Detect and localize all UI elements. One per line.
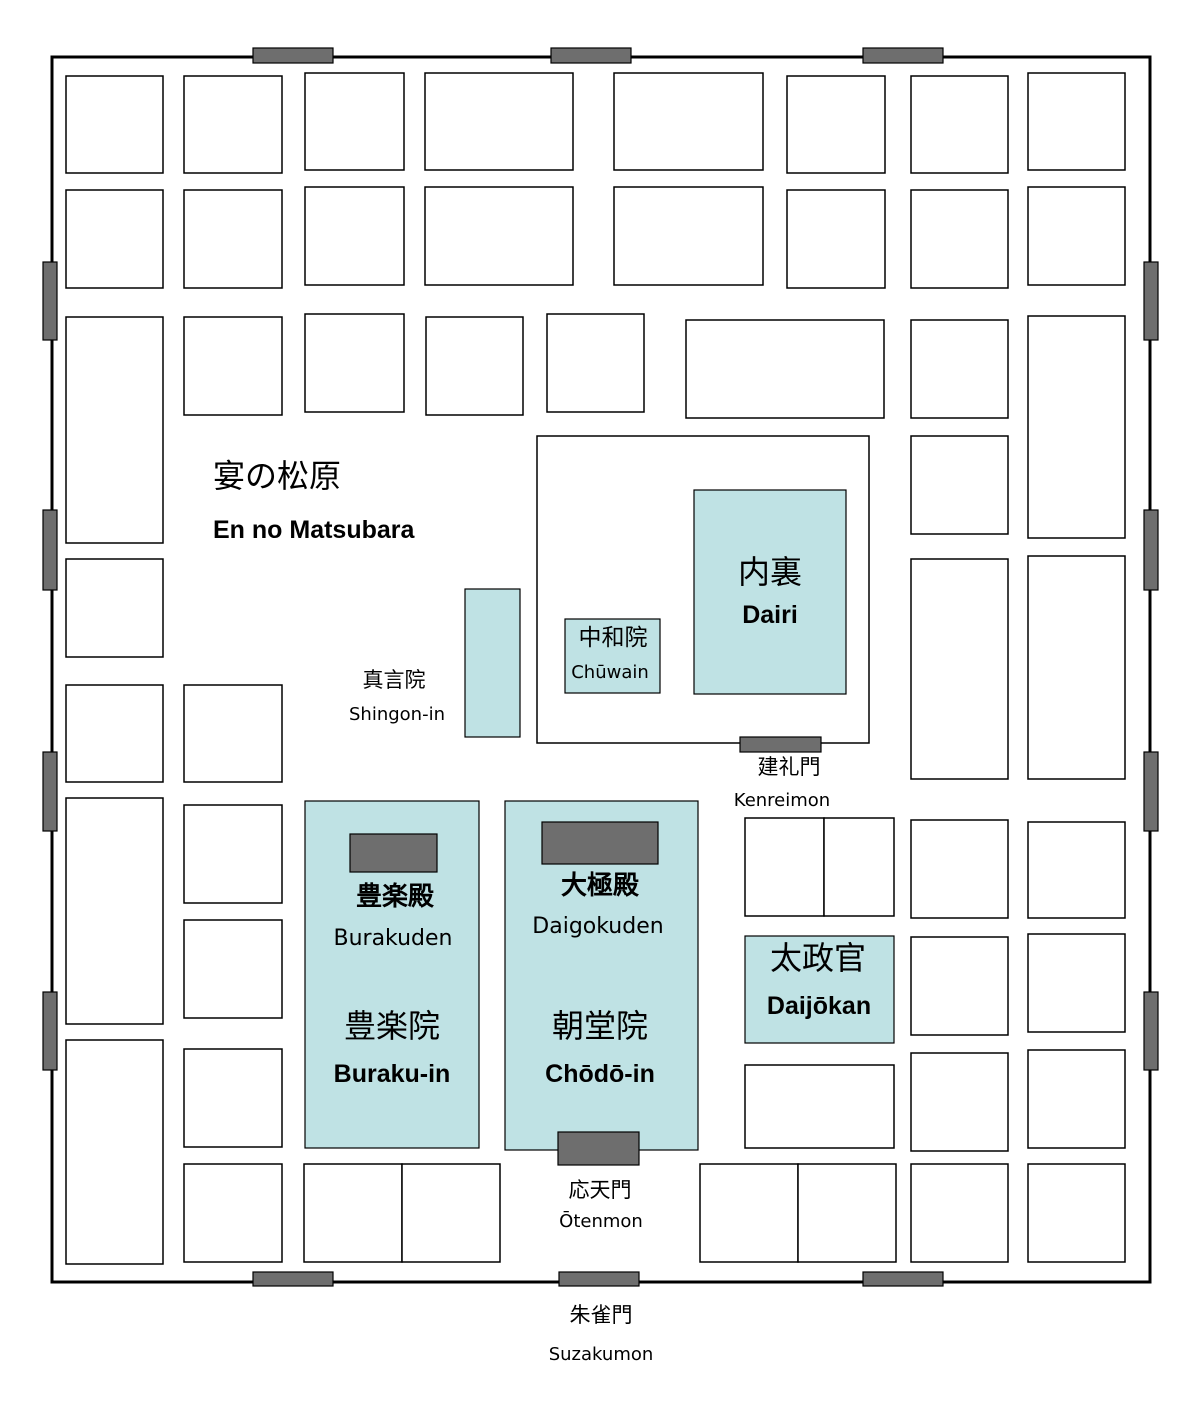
burakuden-hall (349, 833, 438, 873)
kenreimon-jp: 建礼門 (757, 755, 821, 779)
block (65, 316, 164, 544)
block (910, 1052, 1009, 1152)
daigokuden-en: Daigokuden (532, 914, 664, 939)
wall-gate (42, 751, 58, 832)
block (183, 804, 283, 904)
chodo-in-en: Chōdō-in (545, 1060, 655, 1088)
block (744, 1064, 895, 1149)
block (910, 558, 1009, 780)
burakuden-en: Burakuden (333, 926, 453, 951)
en-no-matsubara-jp: 宴の松原 (213, 457, 342, 495)
block (1027, 1163, 1126, 1263)
block (823, 817, 895, 917)
block (1027, 186, 1126, 286)
block (910, 189, 1009, 289)
kenreimon-en: Kenreimon (733, 790, 831, 811)
block (65, 1039, 164, 1265)
chodo-in-jp: 朝堂院 (551, 1007, 649, 1045)
wall-gate (42, 509, 58, 591)
block (303, 1163, 403, 1263)
block (699, 1163, 799, 1263)
daijokan-area (744, 935, 895, 1044)
block (401, 1163, 501, 1263)
suzakumon-gate (558, 1271, 640, 1287)
block (183, 316, 283, 416)
dairi-area (693, 489, 847, 695)
daijokan-en: Daijōkan (766, 992, 872, 1020)
buraku-in-en: Buraku-in (333, 1060, 451, 1088)
block (65, 558, 164, 658)
chuwain-en: Chūwain (571, 662, 649, 683)
block (183, 1163, 283, 1263)
block (1027, 933, 1126, 1033)
otenmon-gate (557, 1131, 640, 1166)
block (546, 313, 645, 413)
suzakumon-jp: 朱雀門 (569, 1303, 633, 1327)
block (304, 313, 405, 413)
block (685, 319, 885, 419)
buraku-in-jp: 豊楽院 (343, 1007, 441, 1045)
block (183, 189, 283, 289)
block (183, 75, 283, 174)
daigokuden-hall (541, 821, 659, 865)
block (613, 186, 764, 286)
block (786, 75, 886, 174)
chuwain-jp: 中和院 (578, 625, 648, 651)
block (183, 1048, 283, 1148)
block (424, 72, 574, 171)
shingon-in-en: Shingon-in (349, 704, 445, 725)
wall-gate (252, 47, 334, 64)
block (613, 72, 764, 171)
wall-gate (252, 1271, 334, 1287)
block (786, 189, 886, 289)
kenreimon-gate (739, 736, 822, 753)
block (424, 186, 574, 286)
block (910, 819, 1009, 919)
otenmon-en: Ōtenmon (559, 1211, 643, 1232)
block (65, 684, 164, 783)
block (1027, 72, 1126, 171)
block (797, 1163, 897, 1263)
block (910, 319, 1009, 419)
wall-gate (1143, 751, 1159, 832)
block (910, 936, 1009, 1036)
block (1027, 555, 1126, 780)
wall-gate (42, 991, 58, 1071)
wall-gate (1143, 509, 1159, 591)
block (1027, 1049, 1126, 1149)
block (65, 797, 164, 1025)
wall-gate (42, 261, 58, 341)
shingon-in-jp: 真言院 (362, 668, 426, 692)
wall-gate (862, 1271, 944, 1287)
block (1027, 821, 1126, 919)
block (65, 75, 164, 174)
shingon-in-area (464, 588, 521, 738)
daijokan-jp: 太政官 (769, 939, 867, 977)
chuwain-area (564, 618, 661, 694)
block (744, 817, 825, 917)
wall-gate (550, 47, 632, 64)
blocks (65, 72, 1126, 1265)
block (910, 1163, 1009, 1263)
block (425, 316, 524, 416)
en-no-matsubara-en: En no Matsubara (213, 516, 415, 544)
block (910, 435, 1009, 535)
suzakumon-en: Suzakumon (548, 1344, 654, 1365)
dairi-jp: 内裏 (737, 553, 803, 591)
burakuden-jp: 豊楽殿 (355, 882, 435, 912)
block (183, 684, 283, 783)
daigokuden-jp: 大極殿 (560, 871, 640, 901)
block (1027, 315, 1126, 539)
block (304, 72, 405, 171)
block (65, 189, 164, 289)
otenmon-jp: 応天門 (568, 1178, 632, 1202)
block (304, 186, 405, 286)
block (183, 919, 283, 1019)
wall-gate (1143, 991, 1159, 1071)
block (910, 75, 1009, 174)
wall-gate (862, 47, 944, 64)
wall-gate (1143, 261, 1159, 341)
dairi-en: Dairi (742, 601, 798, 629)
